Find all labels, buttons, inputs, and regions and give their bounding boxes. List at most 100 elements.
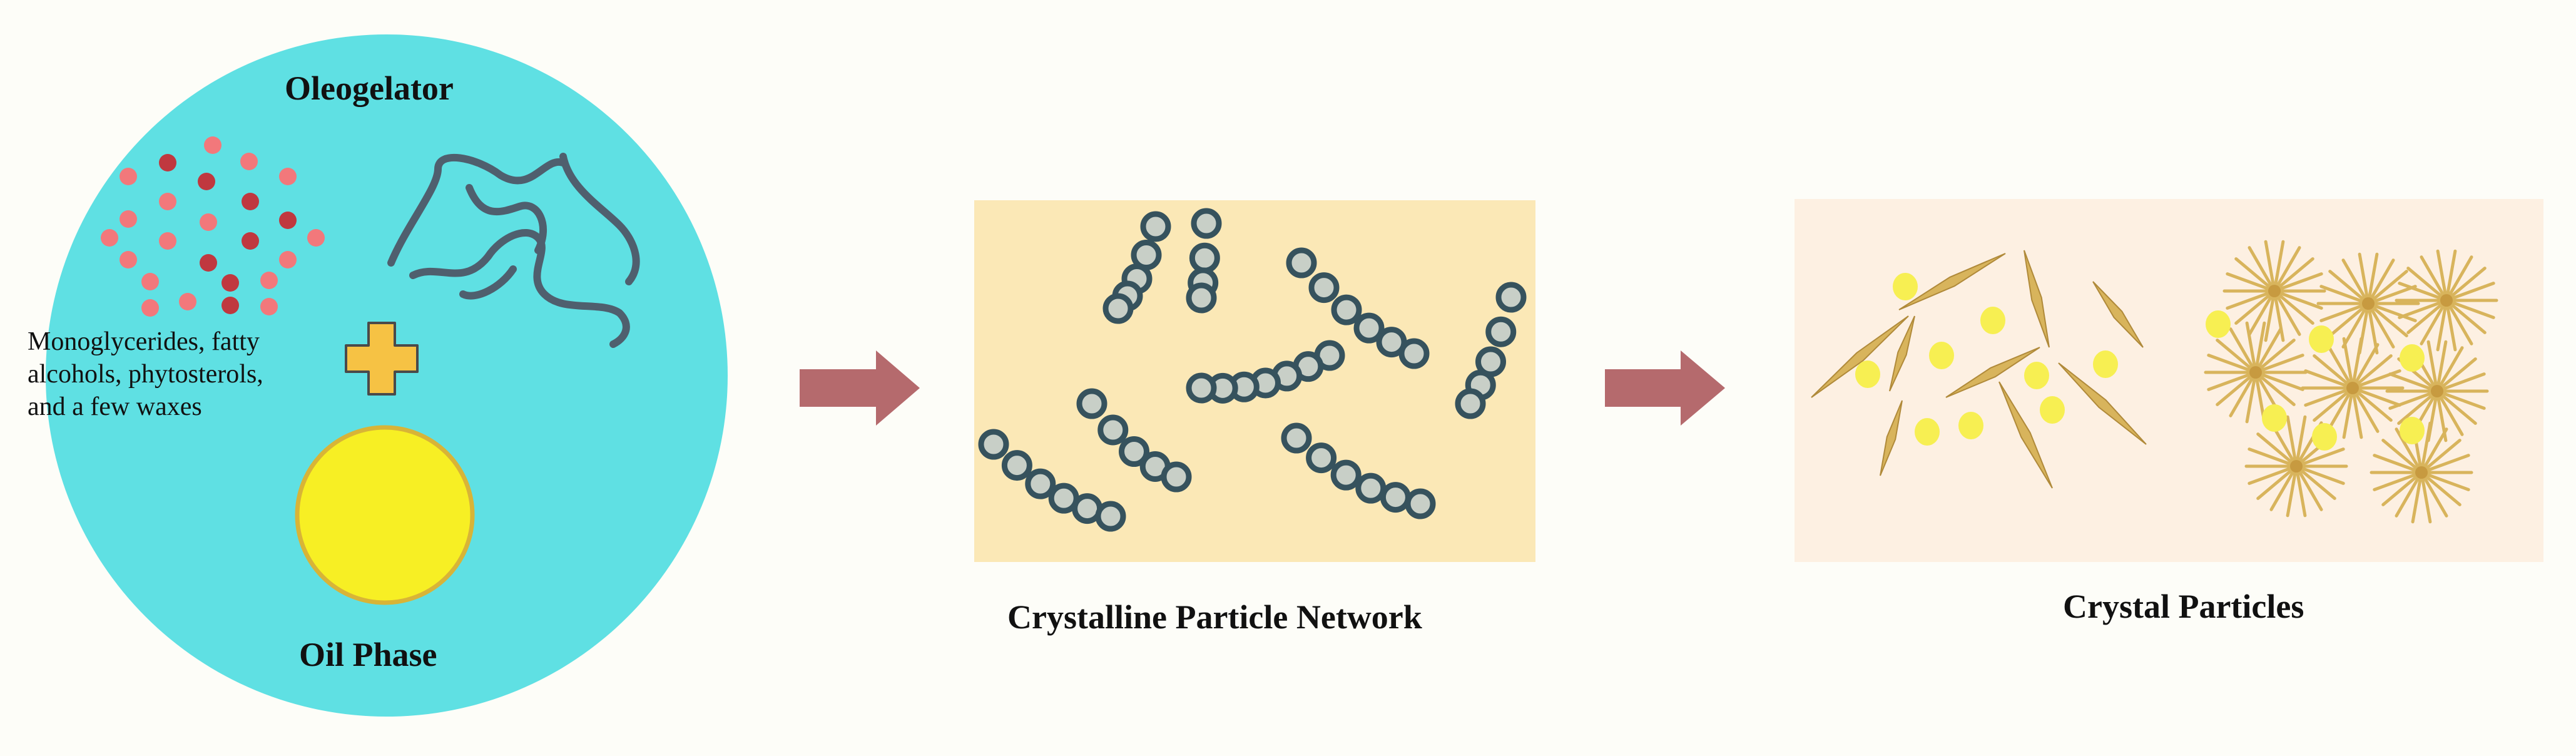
oil-droplet-icon xyxy=(2262,404,2287,432)
spherulite-ray xyxy=(2319,302,2370,322)
spherulite-icon xyxy=(2222,240,2326,342)
spherulite-ray xyxy=(2216,339,2258,374)
polymer-strand xyxy=(387,153,567,267)
oil-droplet-icon xyxy=(2040,396,2065,424)
gelator-dot xyxy=(179,293,196,310)
chain-bead xyxy=(1405,488,1436,519)
spherulite-ray xyxy=(2435,389,2464,436)
spherulite-ray xyxy=(2373,454,2423,474)
gelator-dot xyxy=(101,229,118,247)
needle-crystal-icon xyxy=(2058,362,2147,445)
spherulite-ray xyxy=(2319,285,2370,305)
spherulite-ray xyxy=(2373,471,2423,491)
spherulite-ray xyxy=(2366,302,2379,355)
spherulite-ray xyxy=(2248,289,2276,336)
spherulite-ray xyxy=(2273,289,2314,325)
spherulite-ray xyxy=(2381,471,2423,506)
spherulite-ray xyxy=(2264,240,2276,293)
oil-droplet-icon xyxy=(2309,325,2334,353)
spherulite-ray xyxy=(2351,386,2363,439)
spherulite-ray xyxy=(2435,346,2464,393)
network-label: Crystalline Particle Network xyxy=(1007,598,1422,636)
oil-droplet-icon xyxy=(2400,417,2425,444)
spherulite-icon xyxy=(2395,249,2498,352)
gelator-dot xyxy=(204,136,221,154)
chain-bead xyxy=(1161,461,1192,493)
spherulite-ray xyxy=(2366,302,2417,322)
spherulite-ray xyxy=(2366,258,2395,305)
gelator-dot xyxy=(242,232,259,250)
spherulite-core xyxy=(2290,460,2303,472)
oil-droplet-icon xyxy=(295,425,475,605)
spherulite-ray xyxy=(2304,386,2355,407)
spherulite-ray xyxy=(2445,282,2495,302)
spherulite-ray xyxy=(2273,289,2323,310)
gelator-dot xyxy=(307,229,325,247)
spherulite-icon xyxy=(2370,421,2473,524)
spherulite-ray xyxy=(2435,357,2477,393)
spherulite-ray xyxy=(2420,471,2448,518)
needle-crystal-icon xyxy=(1898,253,2006,310)
oil-droplet-icon xyxy=(2093,350,2118,378)
spherulite-icon xyxy=(2301,337,2405,439)
chain-bead xyxy=(1308,272,1340,304)
spherulite-ray xyxy=(2445,299,2495,319)
spherulite-ray xyxy=(2256,432,2298,468)
spherulite-ray xyxy=(2226,289,2276,310)
gelator-dot xyxy=(200,254,217,272)
spherulite-ray xyxy=(2273,246,2301,293)
spherulite-ray xyxy=(2254,321,2266,374)
arrow-right-icon xyxy=(800,350,920,426)
spherulite-ray xyxy=(2420,471,2470,491)
chain-bead xyxy=(1330,459,1362,491)
chain-bead xyxy=(1076,388,1107,419)
spherulite-ray xyxy=(2273,289,2301,336)
oleogelator-title: Oleogelator xyxy=(285,69,454,107)
chain-bead xyxy=(1355,472,1387,504)
spherulite-ray xyxy=(2388,389,2439,410)
spherulite-ray xyxy=(2207,354,2258,374)
spherulite-ray xyxy=(2351,386,2380,433)
spherulite-ray xyxy=(2395,471,2423,518)
bead-chain-group xyxy=(978,208,1527,532)
spherulite-ray xyxy=(2398,282,2448,302)
spherulite-ray xyxy=(2420,439,2461,474)
spherulite-ray xyxy=(2269,464,2298,511)
spherulite-ray xyxy=(2207,370,2258,391)
spherulite-ray xyxy=(2420,427,2448,474)
spherulite-ray xyxy=(2435,372,2486,393)
spherulite-ray xyxy=(2328,270,2370,305)
spherulite-ray xyxy=(2248,246,2276,293)
chain-bead xyxy=(1097,414,1129,446)
oil-droplet-icon xyxy=(2206,310,2231,338)
spherulite-ray xyxy=(2435,389,2477,425)
oil-droplet-group xyxy=(1855,273,2425,451)
gelator-dot xyxy=(221,297,239,314)
gelator-line-2: alcohols, phytosterols, xyxy=(28,360,263,389)
spherulite-ray xyxy=(2420,471,2432,524)
needle-crystal-icon xyxy=(1945,347,2040,398)
spherulite-ray xyxy=(2313,386,2355,422)
spherulite-ray xyxy=(2294,464,2307,518)
gelator-dot xyxy=(279,212,297,229)
spherulite-ray xyxy=(2256,464,2298,500)
gelator-dot xyxy=(159,193,176,210)
spherulite-ray xyxy=(2226,272,2276,293)
gelator-description: Monoglycerides, fatty alcohols, phytoste… xyxy=(28,325,263,423)
spherulite-ray xyxy=(2435,389,2486,410)
spherulite-ray xyxy=(2229,370,2258,417)
needle-crystal-icon xyxy=(1811,315,1909,398)
chain-bead xyxy=(1102,293,1134,324)
spherulite-ray xyxy=(2406,299,2448,334)
spherulite-ray xyxy=(2420,299,2448,345)
spherulite-ray xyxy=(2313,354,2355,390)
plus-icon xyxy=(345,322,419,396)
spherulite-core xyxy=(2431,385,2443,397)
spherulite-ray xyxy=(2234,257,2276,293)
gelator-dot xyxy=(120,210,137,228)
spherulite-ray xyxy=(2286,415,2298,468)
chain-bead xyxy=(1380,482,1411,513)
gelator-line-3: and a few waxes xyxy=(28,392,202,421)
needle-crystal-icon xyxy=(1880,400,1903,476)
spherulite-icon xyxy=(2316,252,2420,355)
